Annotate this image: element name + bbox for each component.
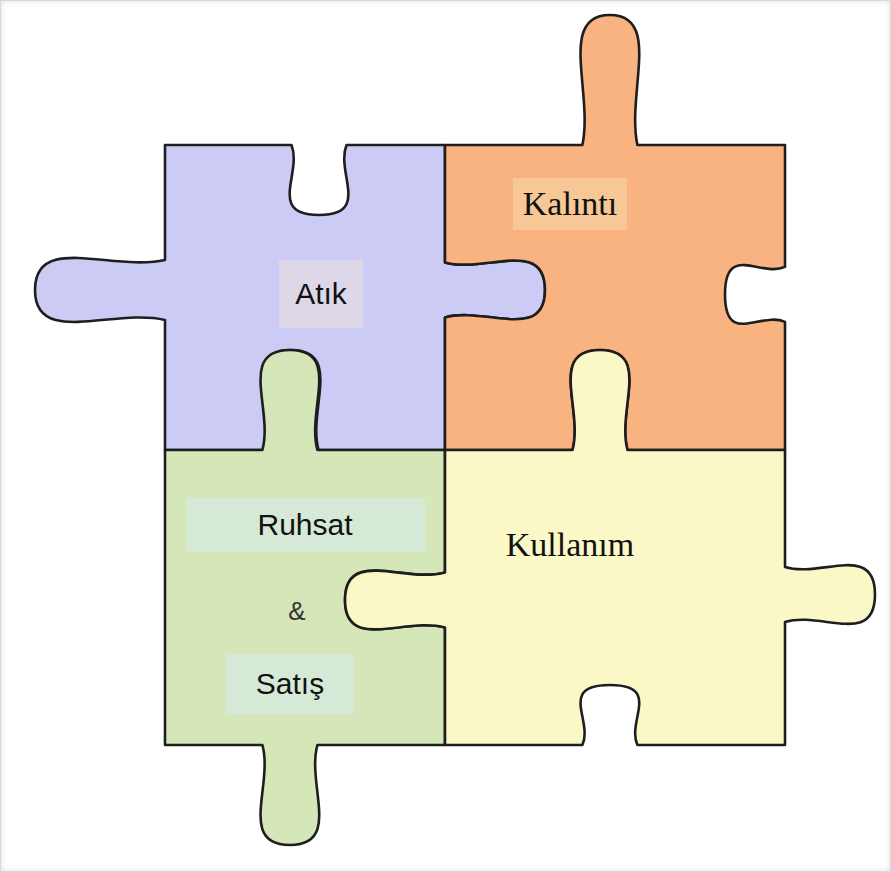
label-patch: Kalıntı [513,178,627,231]
piece-label: & [288,596,305,627]
piece-label: Kullanım [506,525,634,566]
label-patch: Ruhsat [186,498,425,552]
label-patch: Satış [226,654,354,714]
label-patch: Atık [279,260,363,328]
piece-shape [345,350,875,745]
